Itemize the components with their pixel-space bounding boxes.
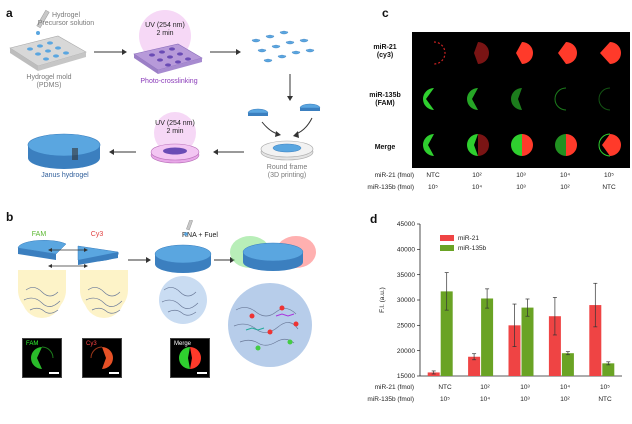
bar-miR-135b xyxy=(561,353,574,376)
panel-a-letter: a xyxy=(6,6,13,20)
y-tick-label: 20000 xyxy=(397,348,415,355)
hydrogel-mold-label: Hydrogel mold (PDMS) xyxy=(26,74,72,89)
combined-hydrogel xyxy=(154,244,212,273)
y-tick-label: 40000 xyxy=(397,247,415,254)
glowing-hydrogel xyxy=(242,242,304,271)
row-label-mir21: miR-21(cy3) xyxy=(373,44,397,59)
d-row1-value: NTC xyxy=(438,384,452,391)
d-row1-value: 10² xyxy=(480,384,490,391)
row-label-merge: Merge xyxy=(374,144,396,151)
panel-a-graphics xyxy=(9,9,321,169)
y-tick-label: 45000 xyxy=(397,221,415,228)
c-row2-value: 10³ xyxy=(516,184,526,191)
bar-miR-135b xyxy=(521,307,534,376)
rna-fuel-label: RNA + Fuel xyxy=(182,232,218,239)
uv-top-label: UV (254 nm) 2 min xyxy=(145,22,185,37)
c-row1-value: 10³ xyxy=(516,172,526,179)
row-label-mir135b: miR-135b(FAM) xyxy=(369,92,401,107)
bar-miR-135b xyxy=(440,291,453,376)
round-frame-label: Round frame (3D printing) xyxy=(266,164,308,179)
pipette-icon xyxy=(36,9,50,35)
bar-miR-21 xyxy=(548,316,561,376)
photo-mold xyxy=(133,43,203,74)
c-row2-label: miR-135b (fmol) xyxy=(367,184,414,191)
c-row1-label: miR-21 (fmol) xyxy=(374,172,414,179)
c-row2-value: NTC xyxy=(602,184,616,191)
photo-frame xyxy=(150,143,200,164)
legend-label: miR-21 xyxy=(458,235,479,242)
c-row2-value: 10⁵ xyxy=(428,184,438,191)
bar-miR-135b xyxy=(481,298,494,376)
d-row2-value: NTC xyxy=(598,396,612,403)
photo-cy3-label: Cy3 xyxy=(86,341,97,347)
d-row2-value: 10³ xyxy=(520,396,530,403)
panel-b-graphics xyxy=(17,220,316,367)
fam-label: FAM xyxy=(31,231,47,238)
legend-swatch xyxy=(440,245,454,251)
c-row1-value: 10² xyxy=(472,172,482,179)
photo-fam-label: FAM xyxy=(26,341,39,347)
hydrogel-precursor-label: Hydrogel Precursor solution xyxy=(37,12,95,27)
photo-cy3: Cy3 xyxy=(82,338,122,378)
d-row1-label: miR-21 (fmol) xyxy=(374,384,414,391)
y-tick-label: 30000 xyxy=(397,297,415,304)
panel-d-letter: d xyxy=(370,212,378,226)
uv-bottom-label: UV (254 nm) 2 min xyxy=(155,120,195,135)
micrograph-grid xyxy=(412,32,630,168)
d-row2-value: 10⁴ xyxy=(479,396,491,403)
bar-miR-135b xyxy=(602,363,615,376)
d-row2-value: 10⁵ xyxy=(440,396,450,403)
scale-bar xyxy=(197,372,207,374)
y-tick-label: 15000 xyxy=(397,373,415,380)
d-row2-value: 10² xyxy=(560,396,570,403)
bar-miR-21 xyxy=(468,356,481,376)
y-tick-label: 25000 xyxy=(397,323,415,330)
y-tick-label: 35000 xyxy=(397,272,415,279)
cy3-half xyxy=(77,245,119,265)
pipette-icon xyxy=(184,220,193,236)
bar-miR-21 xyxy=(589,305,602,376)
d-row2-label: miR-135b (fmol) xyxy=(367,396,414,403)
photo-merge-label: Merge xyxy=(174,341,192,347)
micrograph-images xyxy=(423,41,621,157)
scale-bar xyxy=(109,372,119,374)
panel-b-letter: b xyxy=(6,210,14,224)
scale-bar xyxy=(49,372,59,374)
d-row1-value: 10³ xyxy=(520,384,530,391)
panel-c-letter: c xyxy=(382,6,389,20)
bar-miR-21 xyxy=(508,325,521,376)
c-row2-value: 10⁴ xyxy=(471,184,483,191)
d-row1-value: 10⁵ xyxy=(600,384,610,391)
photo-merge: Merge xyxy=(170,338,210,378)
c-row1-value: 10⁵ xyxy=(604,172,614,179)
hydrogel-pieces xyxy=(251,30,315,63)
c-row2-value: 10² xyxy=(560,184,570,191)
photo-fam: FAM xyxy=(22,338,62,378)
cy3-label: Cy3 xyxy=(90,231,104,238)
legend-label: miR-135b xyxy=(458,245,487,252)
photo-crosslinking-label: Photo-crosslinking xyxy=(140,78,198,85)
round-frame xyxy=(260,140,314,161)
janus-hydrogel xyxy=(27,133,101,169)
y-axis-label: F.I. (a.u.) xyxy=(379,287,386,313)
fam-half xyxy=(17,240,67,260)
molecule-markers xyxy=(245,305,299,351)
c-row1-value: 10⁴ xyxy=(559,172,571,179)
legend-swatch xyxy=(440,235,454,241)
janus-hydrogel-label: Janus hydrogel xyxy=(41,172,89,179)
d-row1-value: 10⁴ xyxy=(559,384,571,391)
half-hydrogels xyxy=(247,103,321,116)
bar-chart: 15000 20000 25000 30000 35000 40000 45000F.I. … xyxy=(379,221,622,380)
c-row1-value: NTC xyxy=(426,172,440,179)
pdms-mold xyxy=(9,35,87,71)
